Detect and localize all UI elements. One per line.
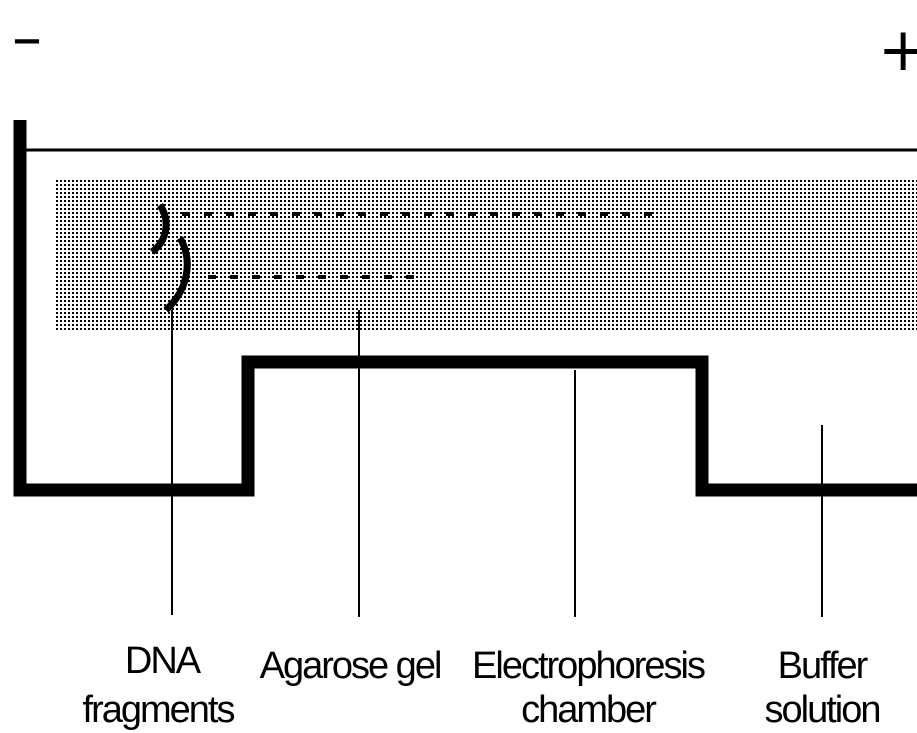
dna-fragments-label-line2: fragments	[83, 689, 235, 731]
negative-electrode-sign: –	[12, 3, 42, 73]
positive-electrode-sign: +	[878, 15, 917, 85]
dna-fragments-label-line1: DNA	[125, 640, 202, 682]
electrophoresis-chamber-label-line1: Electrophoresis	[472, 645, 705, 687]
buffer-solution-label-line2: solution	[765, 689, 880, 731]
agarose-gel-label: Agarose gel	[260, 645, 441, 687]
well-bracket-icon	[149, 203, 191, 313]
electrophoresis-chamber-wall	[13, 120, 917, 497]
agarose-gel-block	[55, 178, 917, 330]
buffer-solution-label-line1: Buffer	[778, 645, 869, 687]
electrophoresis-chamber-label-line2: chamber	[521, 689, 657, 731]
